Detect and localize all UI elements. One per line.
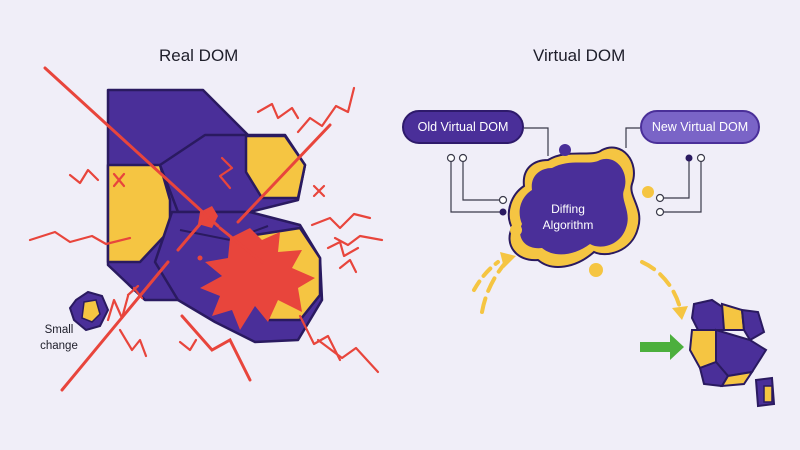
green-arrow-icon: [640, 334, 684, 360]
diffing-label-line1: Diffing: [551, 202, 585, 216]
diffing-algorithm-node: [507, 146, 641, 268]
red-strike-lines: [43, 66, 332, 392]
spark-dot: [197, 255, 203, 261]
old-virtual-dom-label: Old Virtual DOM: [417, 120, 509, 134]
yellow-arrows: [472, 260, 682, 314]
small-change-label: Small change: [28, 322, 90, 354]
small-change-line1: Small: [44, 324, 74, 336]
updated-dom-blob: [688, 298, 776, 408]
diffing-algorithm-label: Diffing Algorithm: [530, 201, 606, 233]
real-dom-title: Real DOM: [159, 46, 239, 65]
explosion-burst: [200, 228, 315, 330]
arrow-head-left: [500, 252, 516, 268]
new-virtual-dom-label: New Virtual DOM: [651, 120, 749, 134]
new-virtual-dom-node: New Virtual DOM: [640, 110, 760, 144]
virtual-dom-title: Virtual DOM: [533, 46, 626, 65]
small-change-blob: [68, 290, 110, 332]
small-change-line2: change: [40, 340, 78, 352]
connector-lines: [450, 127, 702, 213]
old-virtual-dom-node: Old Virtual DOM: [402, 110, 524, 144]
floating-dots: [510, 144, 654, 277]
red-zigzags: [28, 86, 384, 374]
red-x-marks: [112, 172, 326, 300]
connector-dots: [446, 153, 706, 217]
diffing-label-line2: Algorithm: [542, 218, 594, 232]
arrow-head-right: [672, 306, 688, 320]
